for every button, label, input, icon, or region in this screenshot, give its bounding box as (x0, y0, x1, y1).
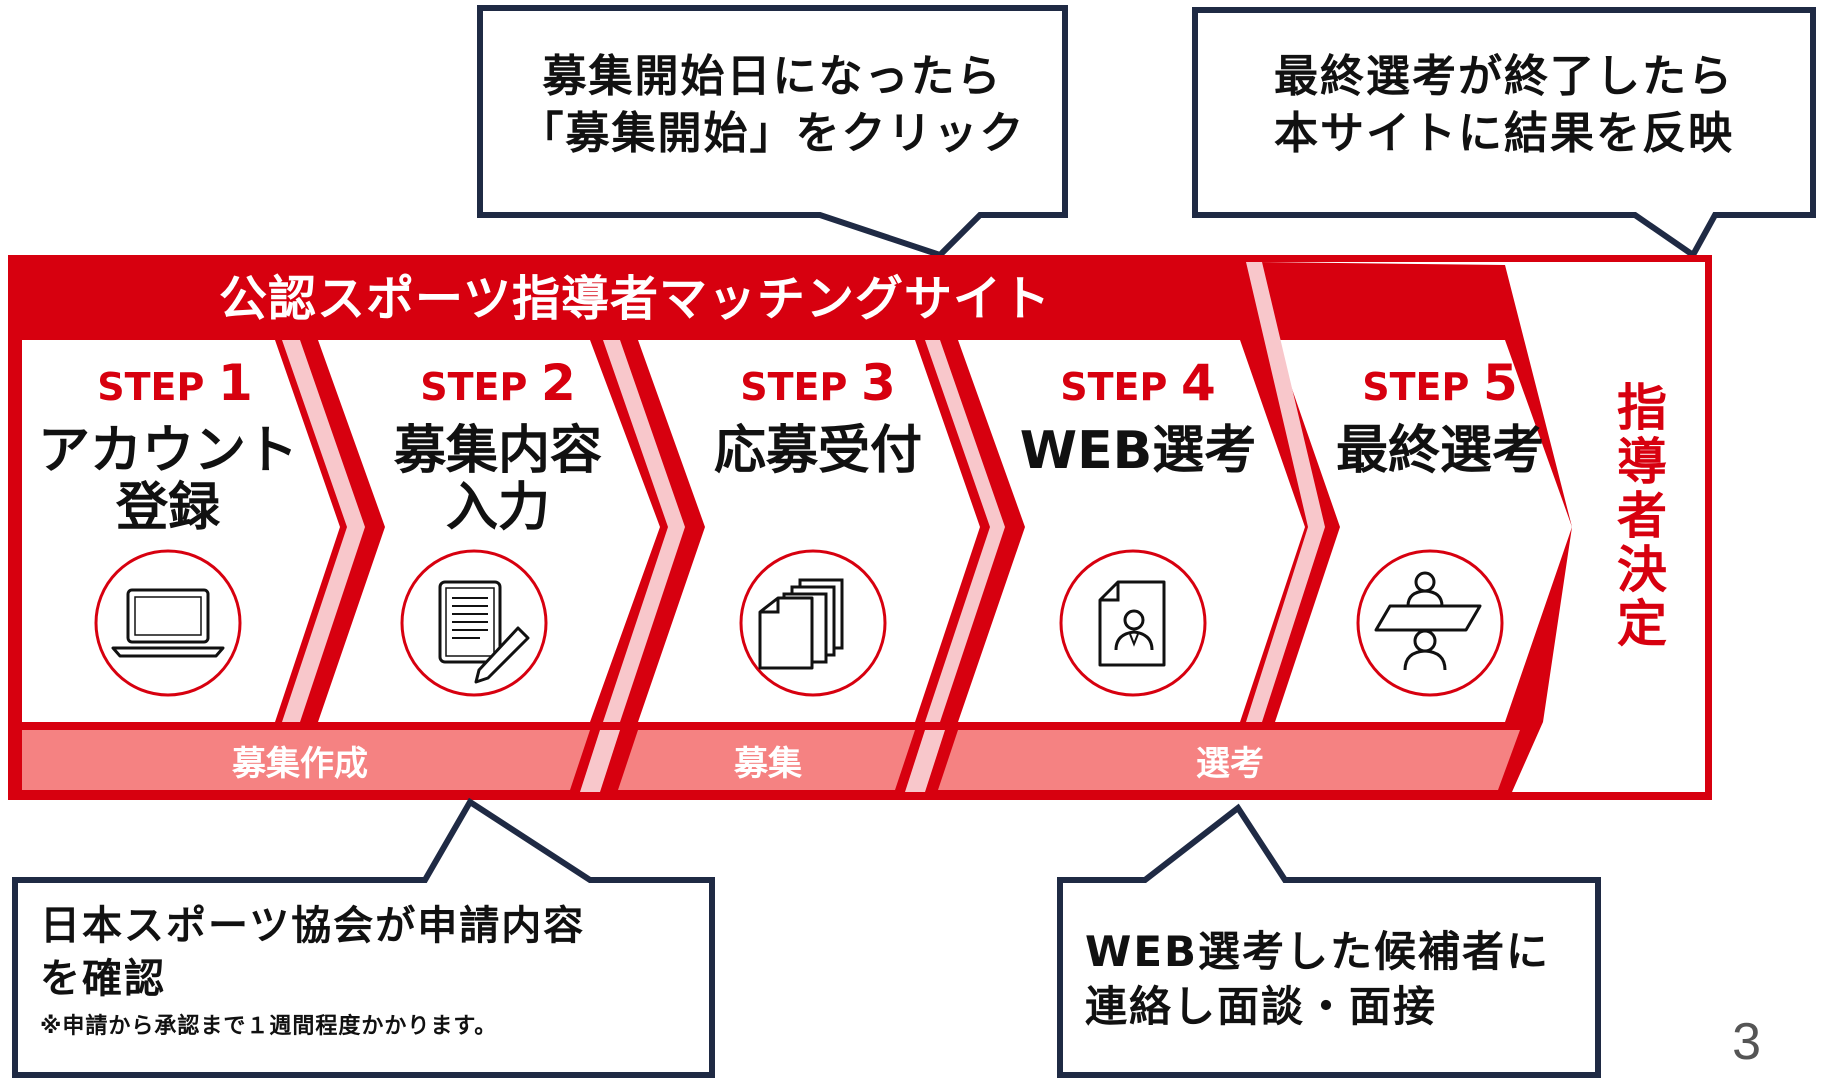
callout-web-interview (1057, 803, 1601, 1078)
phase-band-3 (938, 730, 1520, 790)
callout-start-recruit-text: 募集開始日になったら 「募集開始」をクリック (480, 48, 1065, 162)
step-2: STEP 2 募集内容 入力 (393, 354, 602, 538)
step-1: STEP 1 アカウント 登録 (38, 354, 298, 538)
callout-final-result (1192, 7, 1816, 260)
resume-person-icon (1059, 549, 1207, 697)
interview-icon (1356, 549, 1504, 697)
step-label: STEP (1060, 365, 1167, 409)
final-step-char: 指 (1617, 379, 1667, 437)
callout-line: WEB選考した候補者に (1085, 927, 1551, 976)
callout-start-recruit (477, 5, 1068, 259)
final-step-text: 指導者決定 (1617, 379, 1667, 653)
callout-web-interview-text: WEB選考した候補者に 連絡し面談・面接 (1085, 925, 1590, 1034)
phase-label-3: 選考 (1196, 744, 1264, 784)
callout-line: 日本スポーツ協会が申請内容 (40, 903, 586, 949)
callout-line: 最終選考が終了したら (1274, 51, 1734, 102)
document-pen-icon (400, 549, 548, 697)
laptop-icon (94, 549, 242, 697)
step-title-line: 登録 (115, 478, 221, 538)
step-label: STEP (740, 365, 847, 409)
callout-association-review-text: 日本スポーツ協会が申請内容 を確認 ※申請から承認まで１週間程度かかります。 (40, 900, 700, 1041)
step-number: 3 (861, 354, 896, 412)
step-title-line: 募集内容 (393, 421, 602, 481)
site-banner: 公認スポーツ指導者マッチングサイト (8, 255, 1270, 335)
callout-final-result-text: 最終選考が終了したら 本サイトに結果を反映 (1195, 48, 1813, 162)
step-number: 1 (218, 354, 253, 412)
final-step-char: 導 (1617, 433, 1667, 491)
step-3: STEP 3 応募受付 (714, 354, 922, 481)
final-step-char: 定 (1617, 595, 1667, 653)
step-label: STEP (97, 365, 204, 409)
callout-line: を確認 (40, 955, 166, 1002)
phase-bands: 募集作成 募集 選考 (22, 730, 1520, 792)
step-panel-4 (958, 340, 1305, 722)
svg-text:STEP 4: STEP 4 (1060, 354, 1215, 412)
step-title-line: 入力 (446, 478, 550, 538)
callout-line: 募集開始日になったら (542, 51, 1003, 102)
step-title-line: 最終選考 (1336, 421, 1544, 481)
callout-association-review (12, 797, 715, 1078)
step-label: STEP (1362, 365, 1469, 409)
callout-line: 本サイトに結果を反映 (1274, 108, 1734, 160)
final-step: 指導者決定 (1617, 379, 1667, 653)
svg-text:STEP 2: STEP 2 (420, 354, 575, 412)
svg-text:STEP 1: STEP 1 (97, 354, 252, 412)
step-title-line: 応募受付 (714, 421, 922, 481)
step-label: STEP (420, 365, 527, 409)
step-number: 4 (1181, 354, 1216, 412)
phase-label-1: 募集作成 (231, 744, 368, 784)
phase-band-2 (618, 730, 915, 790)
svg-text:STEP 5: STEP 5 (1362, 354, 1517, 412)
step-5: STEP 5 最終選考 (1336, 354, 1544, 481)
site-banner-text: 公認スポーツ指導者マッチングサイト (219, 271, 1051, 327)
final-step-char: 者 (1617, 487, 1667, 545)
phase-label-2: 募集 (733, 744, 802, 784)
phase-band-1 (22, 730, 590, 790)
step-panel-3 (638, 340, 980, 722)
callout-note: ※申請から承認まで１週間程度かかります。 (40, 1013, 498, 1039)
callout-line: 連絡し面談・面接 (1085, 981, 1438, 1031)
step-title-line: アカウント (38, 421, 298, 481)
stacked-documents-icon (739, 549, 887, 697)
step-number: 5 (1483, 354, 1518, 412)
final-step-char: 決 (1617, 541, 1667, 599)
step-4: STEP 4 WEB選考 (1020, 354, 1257, 481)
callout-line: 「募集開始」をクリック (519, 108, 1026, 160)
step-number: 2 (541, 354, 576, 412)
page-number: 3 (1732, 1013, 1761, 1071)
step-title-line: WEB選考 (1020, 421, 1257, 481)
svg-text:STEP 3: STEP 3 (740, 354, 895, 412)
